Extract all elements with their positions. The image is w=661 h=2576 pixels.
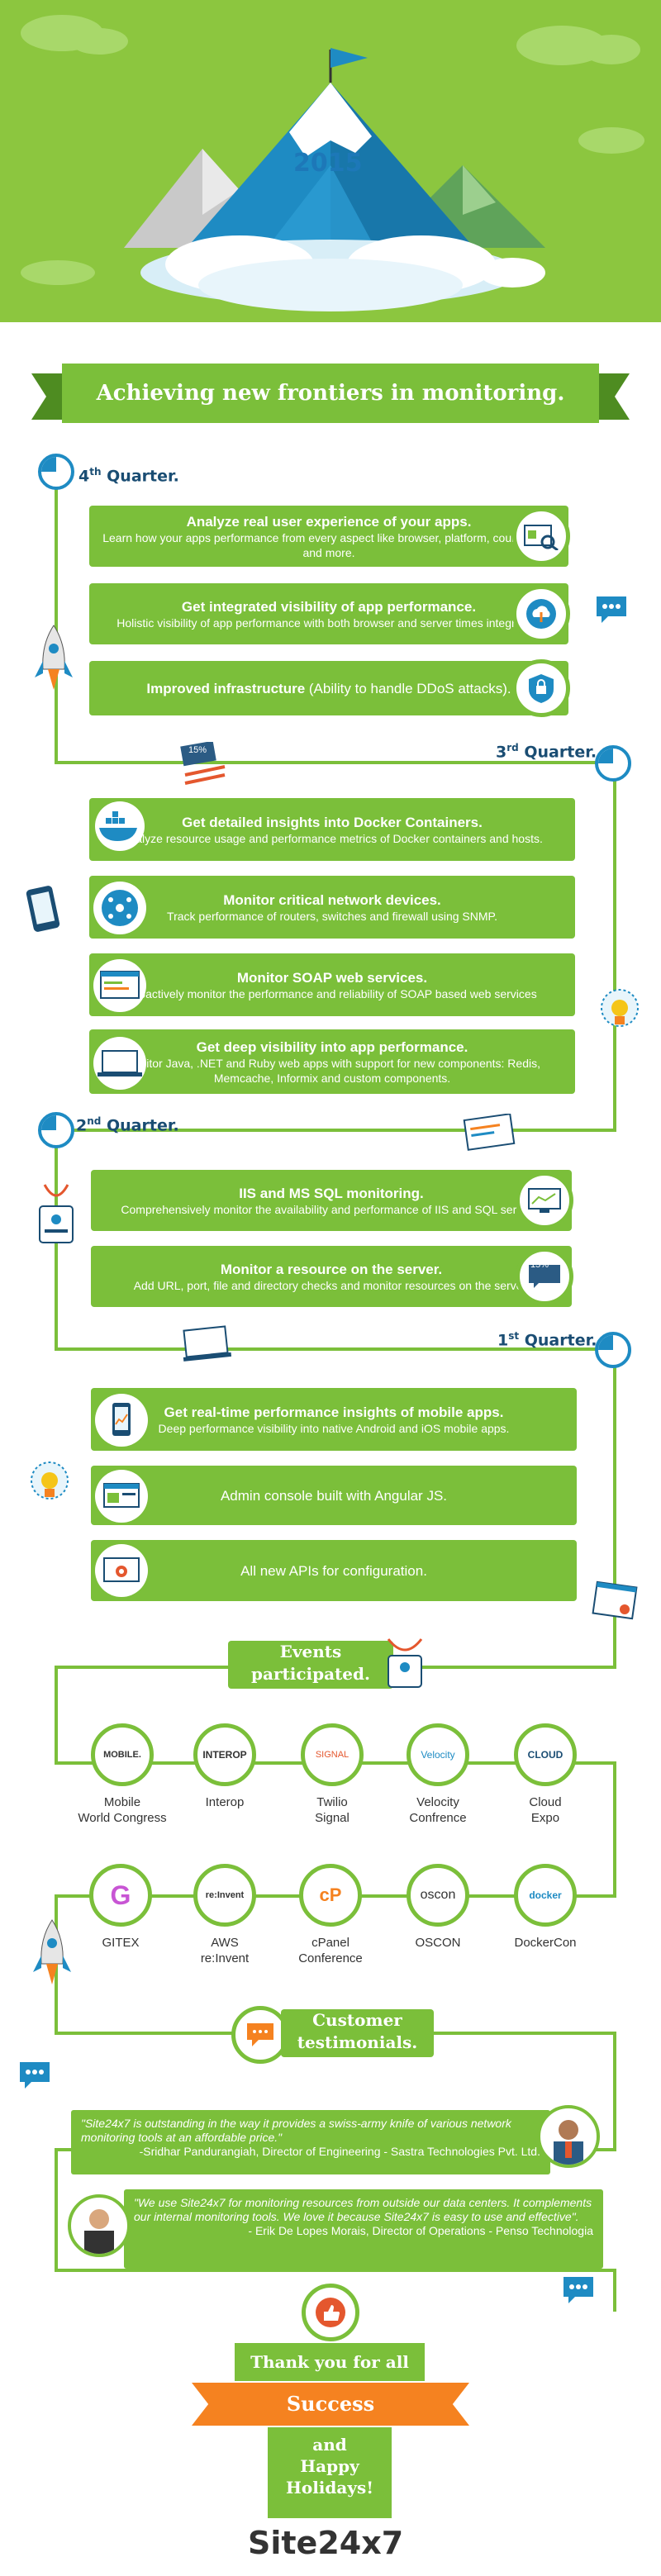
mobile-app-icon [93,1391,150,1453]
q1-card-mobile: Get real-time performance insights of mo… [91,1388,577,1451]
avatar [68,2194,131,2257]
quarter-dot [595,745,631,782]
event-twilio-signal: SIGNAL Twilio Signal [283,1723,382,1826]
chat-bubble-icon [560,2274,597,2309]
hero-banner [0,0,661,322]
brand-logo: Site24x7 [248,2525,404,2561]
q4-card-rum: Analyze real user experience of your app… [89,506,568,567]
percent-chat-icon [516,1248,573,1305]
event-velocity: Velocity Velocity Confrence [388,1723,487,1826]
event-dockercon: docker DockerCon [496,1864,595,1951]
percent-text: 15% [530,1260,549,1270]
api-settings-icon [93,1542,150,1604]
id-badge-icon [33,1181,79,1252]
browser-magnifier-icon [512,507,570,565]
laptop-chart-icon [180,1325,235,1371]
docker-whale-icon [91,801,149,855]
timeline-line [613,772,616,1132]
testimonials-title: Customer testimonials. [281,2009,434,2057]
event-cpanel: cP cPanel Conference [281,1864,380,1966]
monitor-screen-icon [516,1172,573,1229]
smartphone-icon [25,886,63,939]
thumbs-up-icon [302,2284,359,2341]
percent-tag-icon [180,740,230,796]
cloud-upload-icon [512,585,570,643]
q3-card-network: Monitor critical network devices. Track … [89,876,575,939]
timeline-line [613,1359,616,1669]
timeline-line [55,1666,58,1765]
rocket-icon [33,624,74,702]
q3-card-docker: Get detailed insights into Docker Contai… [89,798,575,861]
year-label: 2015 [293,149,363,178]
rocket-icon [31,1918,73,1997]
lightbulb-icon [25,1456,74,1518]
event-cloud-expo: CLOUD Cloud Expo [496,1723,595,1826]
mountain-illustration [21,15,644,311]
quarter-1-label: 1st Quarter. [497,1330,597,1350]
event-interop: INTEROP Interop [175,1723,274,1810]
event-mobile-world-congress: MOBILE. Mobile World Congress [73,1723,172,1826]
quarter-dot [595,1332,631,1368]
timeline-line [55,1140,58,1351]
timeline-line [613,2032,616,2151]
q1-card-api: All new APIs for configuration. [91,1540,577,1601]
q3-card-app-perf: Get deep visibility into app performance… [89,1029,575,1094]
q2-card-resource: Monitor a resource on the server. Add UR… [91,1246,572,1307]
quarter-dot [38,454,74,490]
testimonial-quote-1: "Site24x7 is outstanding in the way it p… [71,2110,550,2174]
quarter-dot [38,1112,74,1148]
laptop-icon [91,1034,149,1096]
web-service-window-icon [91,957,149,1019]
q2-card-iis-sql: IIS and MS SQL monitoring. Comprehensive… [91,1170,572,1231]
analytics-card-icon [463,1113,517,1156]
q4-card-infra: Improved infrastructure (Ability to hand… [89,661,568,715]
success-ribbon: Success [192,2383,469,2426]
avatar [537,2105,600,2168]
shield-lock-icon [512,659,570,717]
browser-settings-icon [592,1580,641,1630]
id-badge-icon [380,1636,430,1694]
network-hub-icon [91,879,149,941]
event-aws-reinvent: re:Invent AWS re:Invent [175,1864,274,1966]
percent-text: 15% [188,745,207,755]
timeline-line [55,1347,616,1351]
timeline-line [55,2148,58,2272]
chat-bubble-icon [17,2059,53,2094]
lightbulb-icon [595,983,644,1045]
q4-card-integrated: Get integrated visibility of app perform… [89,583,568,644]
event-gitex: G GITEX [71,1864,170,1951]
testimonial-quote-2: "We use Site24x7 for monitoring resource… [124,2189,603,2269]
q3-card-soap: Monitor SOAP web services. Proactively m… [89,953,575,1016]
timeline-line [55,761,616,764]
event-oscon: oscon OSCON [388,1864,487,1951]
flag-icon [330,48,368,68]
admin-console-icon [93,1467,150,1529]
holiday-message: and Happy Holidays! [268,2427,392,2518]
timeline-line [613,2269,616,2312]
timeline-line [55,2269,616,2272]
quarter-2-label: 2nd Quarter. [76,1115,179,1135]
thanks-line: Thank you for all the [235,2343,425,2410]
timeline-line [55,483,58,764]
banner-title: Achieving new frontiers in monitoring. [62,364,599,423]
events-title: Events participated. [228,1641,393,1689]
quarter-4-label: 4th Quarter. [78,466,179,486]
quarter-3-label: 3rd Quarter. [496,742,597,762]
chat-bubble-icon [593,593,630,629]
timeline-line [613,1761,616,1898]
q1-card-admin: Admin console built with Angular JS. [91,1466,577,1525]
timeline-line [55,1129,616,1132]
